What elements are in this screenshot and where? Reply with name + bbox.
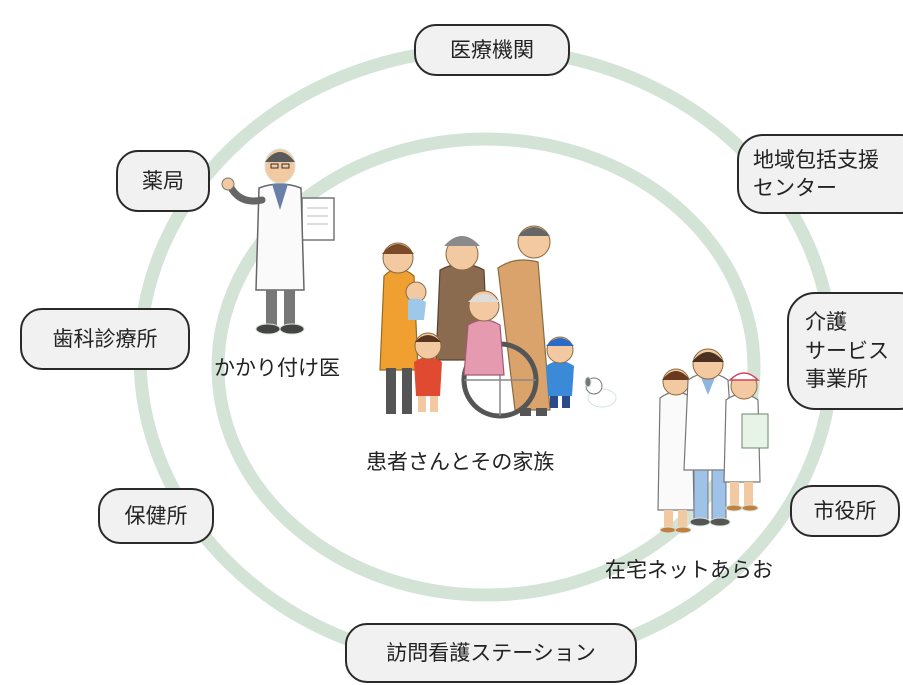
node-care-service-office: 介護 サービス 事業所	[787, 292, 903, 410]
node-dental-clinic: 歯科診療所	[20, 308, 190, 370]
inner-ring	[211, 132, 761, 602]
label-patient-and-family: 患者さんとその家族	[366, 450, 555, 474]
label-family-doctor: かかり付け医	[214, 356, 340, 380]
node-pharmacy: 薬局	[116, 150, 210, 212]
node-medical-institution: 医療機関	[414, 24, 570, 76]
node-community-support-center: 地域包括支援 センター	[737, 134, 903, 214]
doctor-illustration	[221, 148, 335, 335]
label-zaitaku-net-arao: 在宅ネットあらお	[605, 558, 773, 582]
medical-team-illustration	[657, 348, 769, 534]
family-illustration	[379, 225, 617, 419]
node-city-hall: 市役所	[790, 485, 900, 537]
node-home-nursing-station: 訪問看護ステーション	[345, 623, 637, 683]
node-health-center: 保健所	[98, 488, 214, 544]
